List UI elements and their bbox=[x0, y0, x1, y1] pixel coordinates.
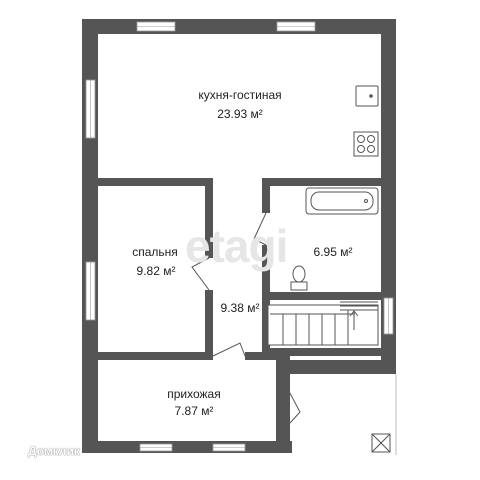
bathtub-fixture bbox=[305, 187, 379, 215]
wall-bedroom-top bbox=[98, 178, 213, 186]
toilet-fixture bbox=[290, 265, 308, 291]
watermark: etagi bbox=[185, 220, 287, 272]
wall-bath-left-upper bbox=[262, 178, 270, 213]
wall-entrance-right bbox=[276, 360, 290, 453]
bathroom-area: 6.95 м² bbox=[314, 245, 353, 259]
door-bathroom bbox=[253, 212, 267, 246]
staircase bbox=[267, 301, 379, 346]
wall-top bbox=[82, 19, 396, 34]
wall-right-upper bbox=[381, 19, 396, 374]
corridor-area: 9.38 м² bbox=[221, 301, 260, 315]
kitchen-living-name: кухня-гостиная bbox=[198, 88, 281, 102]
wall-bath-top bbox=[262, 178, 384, 186]
door-entrance bbox=[282, 379, 301, 424]
kitchen-living-area: 23.93 м² bbox=[217, 107, 263, 121]
fixtures bbox=[290, 85, 379, 291]
wall-entrance-ledge bbox=[276, 360, 396, 374]
bedroom-name: спальня bbox=[132, 245, 178, 259]
hallway-name: прихожая bbox=[167, 387, 220, 401]
sink-fixture bbox=[355, 85, 379, 107]
wall-bedroom-right bbox=[205, 178, 213, 258]
porch-marker bbox=[371, 433, 391, 453]
stove-fixture bbox=[353, 131, 379, 157]
wall-stair-bottom bbox=[262, 348, 384, 356]
wall-bedroom-right-lower bbox=[205, 290, 213, 360]
bedroom-area: 9.82 м² bbox=[137, 264, 176, 278]
doors bbox=[191, 212, 301, 424]
domclick-logo: Домклик bbox=[28, 444, 80, 458]
door-bedroom bbox=[191, 257, 210, 291]
hallway-area: 7.87 м² bbox=[175, 404, 214, 418]
door-hallway bbox=[212, 342, 246, 357]
wall-hall-top-left bbox=[98, 352, 213, 360]
wall-bath-bottom bbox=[262, 292, 384, 300]
interior-walls bbox=[98, 178, 384, 360]
wall-bottom bbox=[82, 441, 292, 453]
